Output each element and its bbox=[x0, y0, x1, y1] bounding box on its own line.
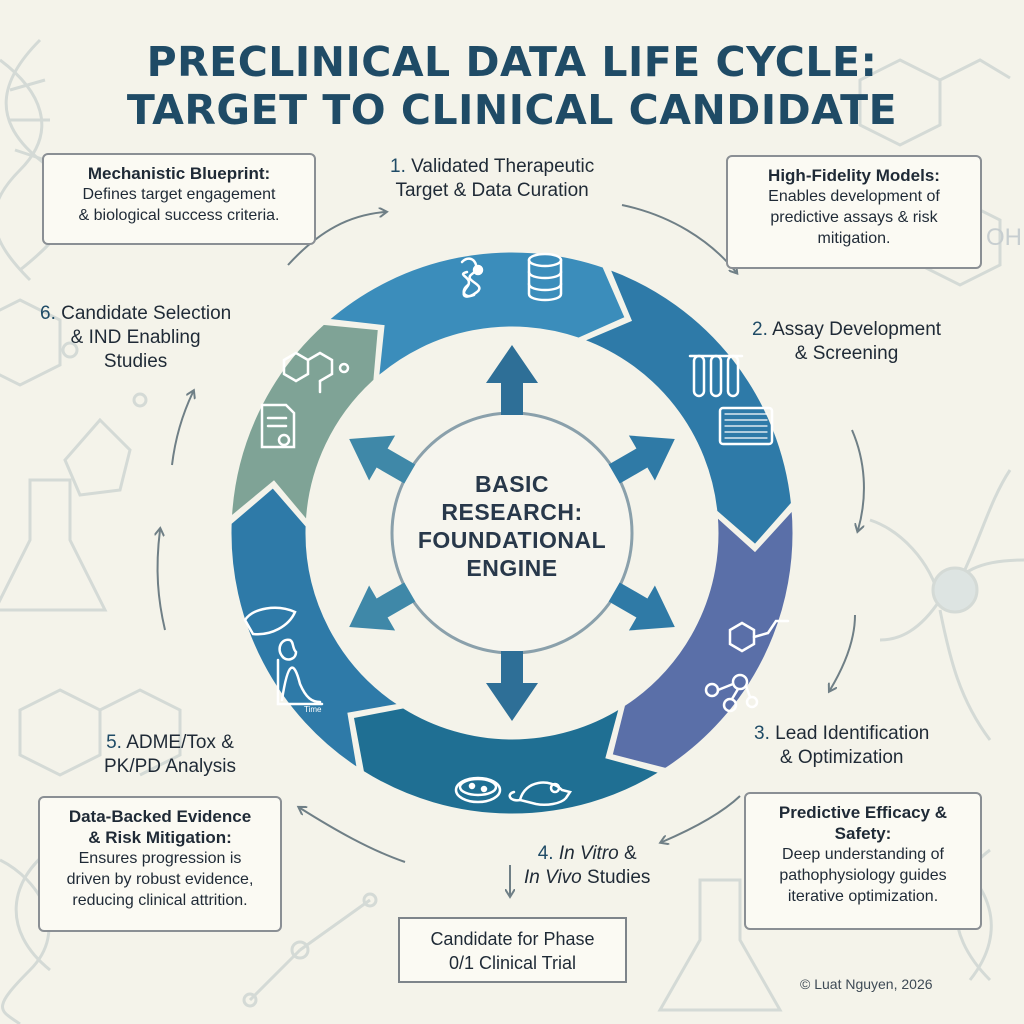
radial-arrow-lower-left bbox=[349, 582, 416, 631]
step-3-line-1: Lead Identification bbox=[775, 723, 930, 744]
step-4-line-2-rest: Studies bbox=[581, 867, 651, 888]
flow-arrow-1-to-2 bbox=[621, 204, 736, 272]
final-line-1: Candidate for Phase bbox=[430, 929, 595, 949]
step-6-label: 6. Candidate Selection & IND Enabling St… bbox=[40, 302, 231, 374]
molecule-icon bbox=[704, 619, 790, 713]
flow-arrow-5-to-6b bbox=[171, 392, 193, 466]
flow-arrow-3-to-4 bbox=[662, 795, 741, 842]
step-1-line-1: Validated Therapeutic bbox=[411, 156, 595, 177]
callout-efficacy-line-2: pathophysiology guides bbox=[779, 867, 947, 884]
callout-efficacy-line-1: Deep understanding of bbox=[782, 846, 944, 863]
flow-arrow-5-to-6a bbox=[158, 530, 166, 631]
ring-segment-3 bbox=[609, 504, 796, 772]
chem-oh-label: OH bbox=[986, 224, 1022, 251]
petri-dish-icon bbox=[454, 776, 502, 804]
callout-evidence-line-2: driven by robust evidence, bbox=[66, 871, 254, 888]
hub-label: BASIC RESEARCH: FOUNDATIONAL ENGINE bbox=[412, 470, 612, 582]
hub-line-1: BASIC bbox=[474, 471, 550, 497]
step-6-line-2: & IND Enabling bbox=[70, 327, 201, 348]
hub-line-4: ENGINE bbox=[466, 555, 558, 581]
ring-segment-1 bbox=[323, 249, 629, 382]
flow-arrow-2-to-3a bbox=[851, 429, 865, 530]
final-candidate-box: Candidate for Phase 0/1 Clinical Trial bbox=[398, 917, 627, 983]
step-4-label: 4. In Vitro & In Vivo Studies bbox=[524, 842, 650, 890]
pk-curve-icon bbox=[276, 658, 324, 706]
step-2-line-2: & Screening bbox=[794, 343, 899, 364]
radial-arrow-lower-right bbox=[608, 582, 675, 631]
ring-segment-4 bbox=[350, 703, 666, 817]
step-2-label: 2. Assay Development & Screening bbox=[752, 318, 941, 366]
callout-high-fidelity-models: High-Fidelity Models: Enables developmen… bbox=[726, 155, 982, 269]
step-5-line-1: ADME/Tox & bbox=[126, 732, 234, 753]
title-line-1: PRECLINICAL DATA LIFE CYCLE: bbox=[146, 38, 878, 86]
protein-icon bbox=[460, 257, 484, 298]
callout-mechanistic-line-1: Defines target engagement bbox=[82, 186, 276, 203]
callout-models-head: High-Fidelity Models: bbox=[768, 166, 940, 185]
title-line-2: TARGET TO CLINICAL CANDIDATE bbox=[126, 86, 898, 134]
callout-evidence-head-2: & Risk Mitigation: bbox=[88, 828, 232, 847]
step-1-line-2: Target & Data Curation bbox=[395, 180, 589, 201]
hub-line-2: RESEARCH: bbox=[441, 499, 583, 525]
callout-models-line-1: Enables development of bbox=[768, 188, 940, 205]
mouse-icon bbox=[508, 781, 573, 806]
radial-arrow-upper-right bbox=[608, 435, 675, 484]
plate-icon bbox=[718, 406, 774, 446]
callout-mechanistic-line-2: & biological success criteria. bbox=[78, 207, 280, 224]
radial-arrow-up bbox=[486, 345, 538, 415]
step-4-line-2-italic: In Vivo bbox=[524, 867, 582, 888]
ring-segment-6 bbox=[228, 321, 382, 527]
cycle-ring bbox=[228, 249, 796, 817]
step-2-line-1: Assay Development bbox=[772, 319, 942, 340]
radial-arrows bbox=[349, 345, 675, 721]
callout-mechanistic-blueprint: Mechanistic Blueprint: Defines target en… bbox=[42, 153, 316, 245]
step-3-label: 3. Lead Identification & Optimization bbox=[754, 722, 929, 770]
kidney-icon bbox=[278, 638, 298, 661]
page-title: PRECLINICAL DATA LIFE CYCLE: TARGET TO C… bbox=[0, 38, 1024, 134]
compound-icon bbox=[282, 351, 350, 394]
final-line-2: 0/1 Clinical Trial bbox=[448, 953, 577, 973]
step-6-line-3: Studies bbox=[103, 351, 168, 372]
callout-models-line-2: predictive assays & risk bbox=[770, 209, 938, 226]
callout-efficacy-head-2: Safety: bbox=[834, 824, 892, 843]
step-4-line-1-italic: In Vitro bbox=[558, 843, 619, 864]
callout-efficacy-head-1: Predictive Efficacy & bbox=[778, 803, 948, 822]
step-4-line-1-rest: & bbox=[618, 843, 637, 864]
document-icon bbox=[260, 403, 296, 449]
step-3-number: 3. bbox=[754, 723, 770, 744]
flow-arrow-4-to-5 bbox=[300, 808, 406, 863]
callout-efficacy-line-3: iterative optimization. bbox=[787, 888, 939, 905]
step-6-number: 6. bbox=[40, 303, 56, 324]
copyright-text: © Luat Nguyen, 2026 bbox=[800, 976, 933, 992]
callout-evidence-head-1: Data-Backed Evidence bbox=[68, 807, 252, 826]
step-1-label: 1. Validated Therapeutic Target & Data C… bbox=[390, 155, 594, 203]
step-5-number: 5. bbox=[106, 732, 122, 753]
radial-arrow-upper-left bbox=[349, 435, 416, 484]
test-tubes-icon bbox=[688, 354, 744, 398]
callout-evidence-line-3: reducing clinical attrition. bbox=[72, 892, 248, 909]
step-6-line-1: Candidate Selection bbox=[61, 303, 232, 324]
pk-axis-label: Time bbox=[304, 705, 322, 714]
hub-line-3: FOUNDATIONAL bbox=[417, 527, 607, 553]
step-3-line-2: & Optimization bbox=[779, 747, 904, 768]
callout-mechanistic-head: Mechanistic Blueprint: bbox=[87, 164, 271, 183]
step-4-number: 4. bbox=[537, 843, 554, 864]
ring-segment-2 bbox=[578, 265, 795, 548]
step-2-number: 2. bbox=[752, 319, 768, 340]
callout-evidence-line-1: Ensures progression is bbox=[78, 850, 242, 867]
flow-arrow-2-to-3b bbox=[830, 614, 856, 690]
callout-models-line-3: mitigation. bbox=[817, 230, 891, 247]
liver-icon bbox=[243, 606, 297, 636]
flow-arrow-6-to-1 bbox=[287, 212, 385, 266]
ring-segment-5 bbox=[228, 484, 405, 773]
step-1-number: 1. bbox=[390, 156, 406, 177]
callout-data-backed-evidence: Data-Backed Evidence & Risk Mitigation: … bbox=[38, 796, 282, 932]
step-5-label: 5. ADME/Tox & PK/PD Analysis bbox=[104, 731, 236, 779]
step-5-line-2: PK/PD Analysis bbox=[104, 756, 236, 777]
database-icon bbox=[527, 252, 563, 302]
callout-predictive-efficacy: Predictive Efficacy & Safety: Deep under… bbox=[744, 792, 982, 930]
radial-arrow-down bbox=[486, 651, 538, 721]
